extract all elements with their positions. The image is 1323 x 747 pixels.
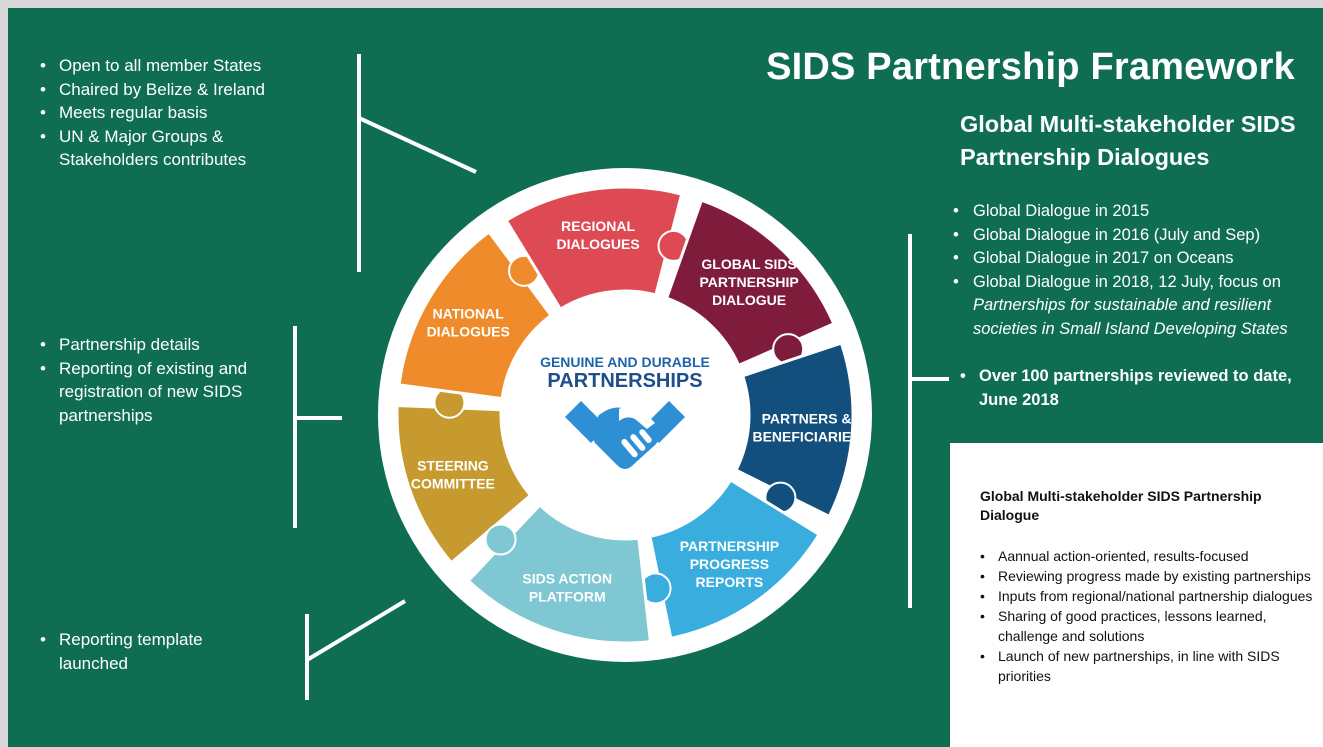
- sids-action-platform-notes: Partnership details Reporting of existin…: [38, 333, 273, 427]
- list-item: Reporting of existing and registration o…: [38, 357, 273, 428]
- segment-knob-sids-action-platform: [484, 523, 517, 556]
- page-title: SIDS Partnership Framework: [766, 46, 1295, 88]
- segment-label-steering-committee: COMMITTEE: [411, 475, 495, 491]
- list-item: Reporting template launched: [38, 628, 228, 675]
- bracket-bottom-left-arm: [305, 599, 407, 662]
- dialogue-2018-focus: Partnerships for sustainable and resilie…: [973, 296, 1288, 338]
- list-item: Partnership details: [38, 333, 273, 357]
- segment-label-sids-action-platform: PLATFORM: [529, 589, 606, 605]
- segment-label-global-sids-partnership-dialogue: GLOBAL SIDS: [701, 256, 796, 272]
- partnership-wheel: STEERING COMMITTEE NATIONAL DIALOGUES REGION…: [378, 168, 872, 662]
- slide: Open to all member States Chaired by Bel…: [8, 8, 1323, 747]
- dialogue-2018-text: Global Dialogue in 2018, 12 July, focus …: [973, 272, 1281, 291]
- segment-global-sids-partnership-dialogue: [664, 198, 836, 368]
- list-item: Global Dialogue in 2018, 12 July, focus …: [952, 271, 1323, 342]
- list-item: Chaired by Belize & Ireland: [38, 78, 298, 102]
- segment-label-partnership-progress-reports: PARTNERSHIP: [680, 538, 779, 554]
- segment-partnership-progress-reports: [648, 477, 822, 641]
- dialogues-subtitle: Global Multi-stakeholder SIDS Partnershi…: [960, 111, 1296, 170]
- highlight-item: Over 100 partnerships reviewed to date, …: [952, 365, 1323, 412]
- list-item: Reviewing progress made by existing part…: [978, 566, 1318, 586]
- segment-label-sids-action-platform: SIDS ACTION: [522, 571, 612, 587]
- center-title-line2: PARTNERSHIPS: [547, 370, 702, 392]
- segment-label-national-dialogues: NATIONAL: [433, 306, 505, 322]
- segment-label-national-dialogues: DIALOGUES: [427, 324, 510, 340]
- dialogue-list: Global Dialogue in 2015 Global Dialogue …: [952, 200, 1323, 341]
- info-box-title: Global Multi-stakeholder SIDS Partnershi…: [980, 488, 1262, 523]
- info-box: Global Multi-stakeholder SIDS Partnershi…: [950, 443, 1323, 747]
- list-item: Sharing of good practices, lessons learn…: [978, 606, 1318, 646]
- segment-label-partners-beneficiaries: BENEFICIARIES: [752, 429, 860, 445]
- segment-regional-dialogues: [504, 185, 684, 312]
- list-item: Global Dialogue in 2017 on Oceans: [952, 247, 1323, 271]
- segment-label-regional-dialogues: DIALOGUES: [556, 236, 639, 252]
- list-item: Open to all member States: [38, 54, 298, 78]
- list-item: Launch of new partnerships, in line with…: [978, 646, 1318, 686]
- connector-lines: [293, 54, 949, 700]
- list-item: Meets regular basis: [38, 101, 298, 125]
- info-box-list: Aannual action-oriented, results-focused…: [978, 546, 1318, 686]
- center-title-line1: GENUINE AND DURABLE: [540, 354, 710, 370]
- segment-label-global-sids-partnership-dialogue: DIALOGUE: [712, 292, 786, 308]
- list-item: UN & Major Groups & Stakeholders contrib…: [38, 125, 298, 172]
- list-item: Aannual action-oriented, results-focused: [978, 546, 1318, 566]
- handshake-icon: [565, 401, 685, 469]
- progress-reports-notes: Reporting template launched: [38, 628, 228, 675]
- segment-label-regional-dialogues: REGIONAL: [561, 218, 635, 234]
- segment-steering-committee: [395, 403, 533, 565]
- segment-label-partnership-progress-reports: REPORTS: [696, 574, 764, 590]
- bracket-top-left-arm: [358, 116, 477, 174]
- segment-label-global-sids-partnership-dialogue: PARTNERSHIP: [699, 274, 798, 290]
- list-item: Global Dialogue in 2015: [952, 200, 1323, 224]
- list-item: Global Dialogue in 2016 (July and Sep): [952, 224, 1323, 248]
- segment-label-steering-committee: STEERING: [417, 457, 489, 473]
- steering-committee-notes: Open to all member States Chaired by Bel…: [38, 54, 298, 172]
- segment-label-partners-beneficiaries: PARTNERS &: [762, 411, 852, 427]
- list-item: Inputs from regional/national partnershi…: [978, 586, 1318, 606]
- highlight-list: Over 100 partnerships reviewed to date, …: [952, 365, 1323, 412]
- segment-label-partnership-progress-reports: PROGRESS: [690, 556, 769, 572]
- segment-partners-beneficiaries: [734, 341, 855, 519]
